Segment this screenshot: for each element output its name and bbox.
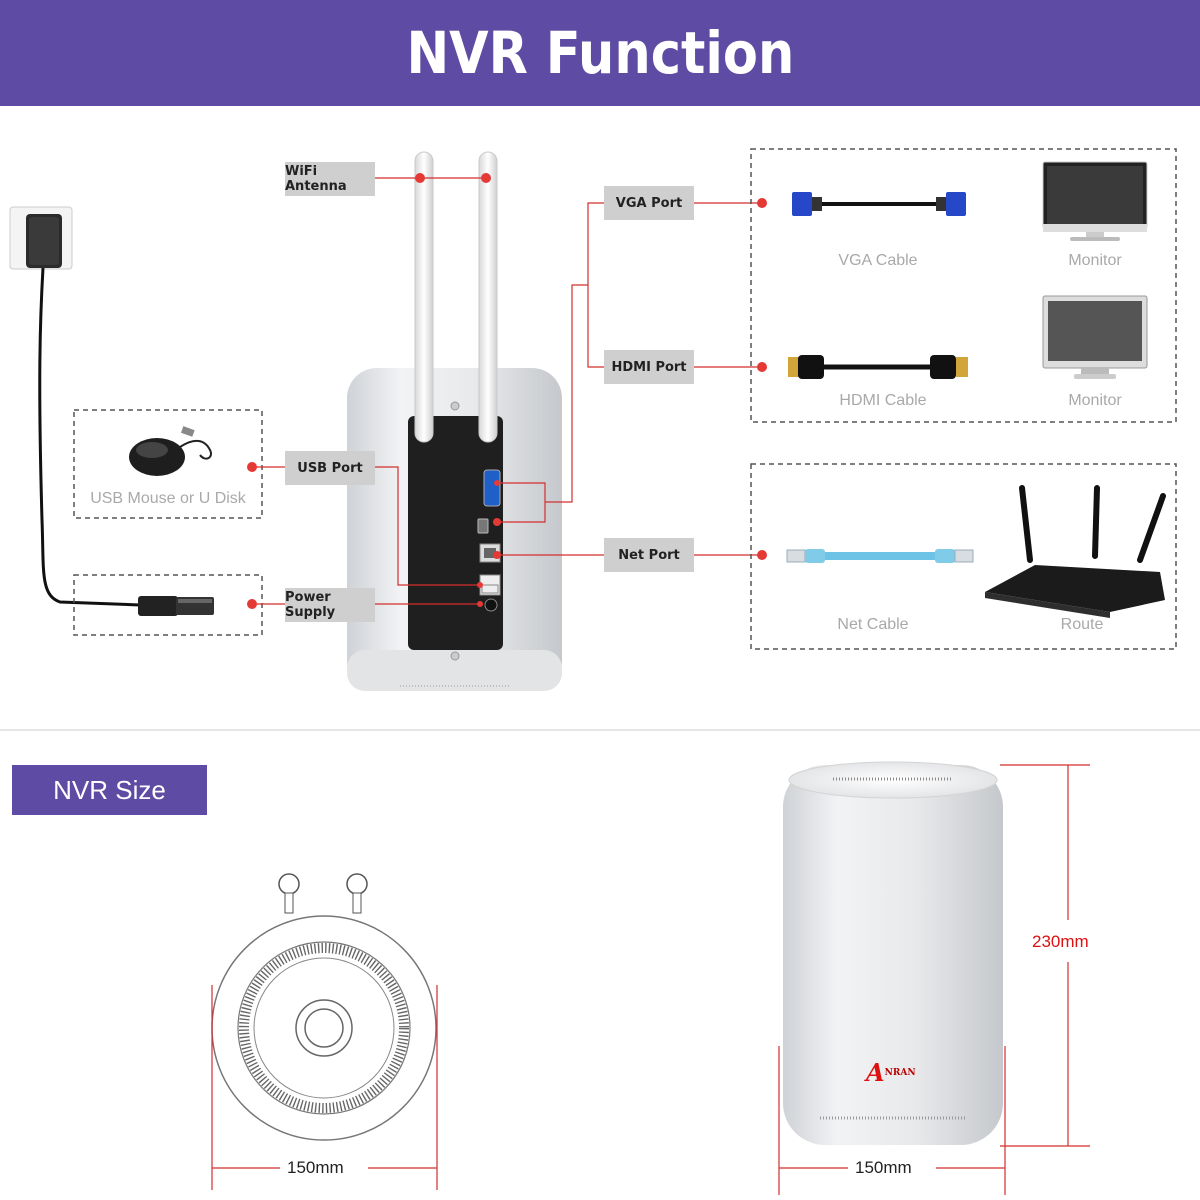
nvr-size-tab: NVR Size [12, 765, 207, 815]
hdmi-cable-icon [788, 355, 968, 379]
network-devices-box [750, 463, 1177, 650]
connection-lines [252, 177, 760, 605]
usb-mouse-icon [129, 426, 212, 476]
page-header: NVR Function [0, 0, 1200, 106]
nvr-front-view [783, 761, 1003, 1145]
hdmi-port-label: HDMI Port [604, 350, 694, 384]
power-supply-box [73, 574, 263, 636]
power-plug-icon [138, 596, 214, 616]
router-caption: Route [1060, 616, 1104, 633]
vga-cable-caption: VGA Cable [838, 252, 918, 269]
wifi-antenna-label: WiFi Antenna [285, 162, 375, 196]
net-port-label: Net Port [604, 538, 694, 572]
net-cable-caption: Net Cable [837, 616, 909, 633]
wall-outlet-icon [9, 206, 73, 270]
monitor-2-icon [1042, 295, 1148, 379]
usb-device-caption: USB Mouse or U Disk [90, 490, 246, 507]
usb-port-label: USB Port [285, 451, 375, 485]
hdmi-cable-caption: HDMI Cable [839, 392, 927, 409]
vga-port-label: VGA Port [604, 186, 694, 220]
connector-dots [247, 173, 767, 609]
top-view-dimension [211, 985, 438, 1190]
page-title: NVR Function [406, 19, 794, 87]
net-cable-icon [786, 549, 974, 563]
display-devices-box [750, 148, 1177, 423]
front-view-width-label: 150mm [849, 1158, 918, 1178]
router-icon [985, 485, 1166, 618]
wifi-antennas [414, 151, 498, 443]
top-view-width-label: 150mm [281, 1158, 350, 1178]
vga-cable-icon [792, 192, 966, 216]
power-supply-label: Power Supply [285, 588, 375, 622]
monitor-2-caption: Monitor [1068, 392, 1122, 409]
usb-device-box [73, 409, 263, 519]
power-cable [38, 267, 141, 607]
nvr-device-back [347, 368, 562, 691]
monitor-1-caption: Monitor [1068, 252, 1122, 269]
monitor-1-icon [1042, 161, 1148, 241]
nvr-top-view [211, 873, 437, 1141]
front-view-height-label: 230mm [1032, 932, 1089, 951]
front-view-dimension [778, 764, 1090, 1195]
anran-logo: ANRAN [866, 1058, 916, 1087]
